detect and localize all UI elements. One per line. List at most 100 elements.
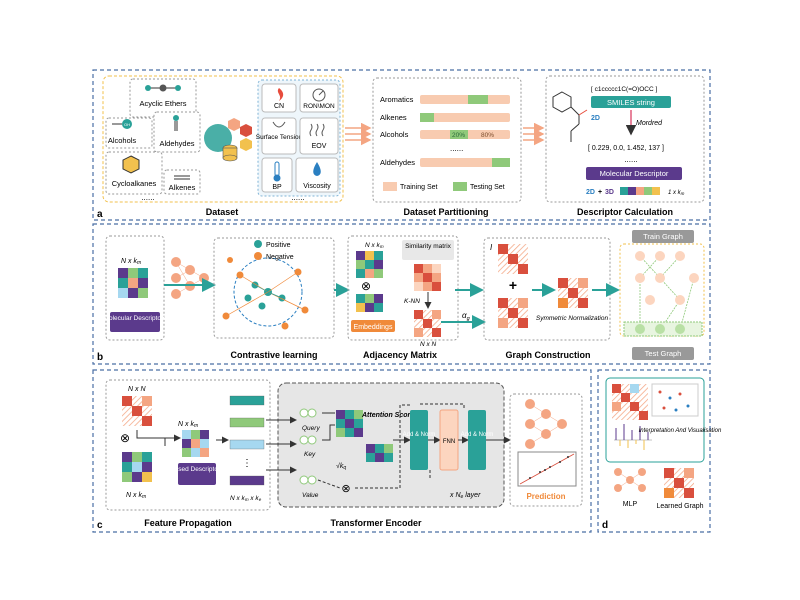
flame-icon xyxy=(277,88,284,101)
qk-lines xyxy=(322,412,335,441)
smiles-bracket-r: ] xyxy=(654,86,658,93)
final-dims-main: N x k xyxy=(230,495,246,502)
fp-descriptor-icon xyxy=(122,452,152,482)
knn-matrix-icon xyxy=(414,310,441,337)
fused-label: Fused Descriptors xyxy=(171,466,224,473)
key-node: Key xyxy=(299,435,317,458)
embedding-matrix-top-icon xyxy=(356,251,383,278)
test-graph-label: Test Graph xyxy=(645,349,682,358)
hexagon-cluster-icon xyxy=(228,118,252,151)
fp-merge-line xyxy=(136,430,166,446)
similarity-box xyxy=(402,240,454,260)
panel-a-letter: a xyxy=(97,209,103,220)
descriptor-dots: ...... xyxy=(624,155,637,164)
panel-b-letter: b xyxy=(97,352,103,363)
value-node: Value xyxy=(299,475,319,499)
alcohol-oh-icon xyxy=(122,119,132,129)
key-label: Key xyxy=(304,451,316,458)
similarity-label: Similarity matrix xyxy=(405,243,452,250)
graph-title: Graph Construction xyxy=(506,350,591,360)
desc-tag-2d: 2D xyxy=(586,189,595,196)
normalized-matrix-icon xyxy=(558,278,588,308)
adjacency-copy-icon xyxy=(498,298,528,328)
prop-label-ron-mon: RON\MON xyxy=(303,103,335,110)
attention-matrix-2-icon xyxy=(366,444,393,462)
panel-b-border xyxy=(92,223,711,365)
partition-row-aldehydes: Aldehydes xyxy=(380,158,510,167)
partition-row-aromatics: Aromatics xyxy=(380,95,510,104)
identity-matrix-icon xyxy=(498,244,528,274)
input-dims-sub: m xyxy=(137,260,141,266)
test-graph-box xyxy=(632,347,694,360)
desc-tag-plus: + xyxy=(598,189,602,196)
prediction-network-icon xyxy=(525,399,567,449)
addnorm2-label: Add & Norm xyxy=(461,432,494,438)
embedding-rows-icon: ⋮ xyxy=(229,395,265,486)
vapor-icon xyxy=(309,123,325,137)
layers-label: x Ne layer xyxy=(449,492,481,500)
group-label-alcohols: Alcohols xyxy=(108,136,137,145)
prop-label-eov: EOV xyxy=(312,143,327,150)
vector-bracket-l: [ xyxy=(588,145,592,152)
descriptor-vector: [ 0.229, 0.0, 1.452, 137 ] xyxy=(588,145,664,152)
partition-label-more: ...... xyxy=(450,144,463,153)
learned-graph-label: Learned Graph xyxy=(656,503,703,510)
molecular-descriptor-box xyxy=(586,167,682,180)
group-alkenes xyxy=(163,169,201,195)
descriptor-dims-main: 1 x k xyxy=(668,190,682,196)
group-label-alkenes: Alkenes xyxy=(169,183,196,192)
prop-label-surface-tension: Surface Tension xyxy=(256,134,303,141)
input-matrix-icon xyxy=(118,268,148,298)
vector-bracket-r: ] xyxy=(660,145,664,152)
prop-surface-tension: Surface Tension xyxy=(256,117,303,155)
input-box xyxy=(105,235,165,341)
smiles-label: SMILES string xyxy=(607,98,655,107)
otimes-symbol: ⊗ xyxy=(361,279,371,293)
partition-pct-test: 20% xyxy=(452,132,465,139)
molecule-structure-icon xyxy=(552,91,588,142)
interp-text: Interpretation And Visualisation xyxy=(639,428,722,434)
group-alcohols xyxy=(105,117,153,149)
layers-sub: e xyxy=(461,494,464,500)
panel-c-letter: c xyxy=(97,520,103,531)
legend-test-swatch xyxy=(453,182,467,191)
legend-test-label: Testing Set xyxy=(470,184,505,191)
partition-label-aromatics: Aromatics xyxy=(380,95,414,104)
plus-symbol: + xyxy=(509,277,517,293)
mordred-label: Mordred xyxy=(636,120,663,127)
group-label-acyclic-ethers: Acyclic Ethers xyxy=(139,99,186,108)
fused-dims-main: N x k xyxy=(178,421,194,428)
prop-eov: EOV xyxy=(299,117,339,155)
descriptor-tag-2d: 2D xyxy=(591,115,600,122)
fp-nxn: N x N xyxy=(128,386,146,393)
similarity-text: Similarity matrix xyxy=(405,243,452,250)
droplet-icon xyxy=(313,162,321,176)
fp-nxk-main: N x k xyxy=(126,492,142,499)
group-label-cycloalkanes: Cycloalkanes xyxy=(112,179,157,188)
similarity-matrix-icon xyxy=(414,264,441,291)
partition-to-descriptor-arrows xyxy=(523,122,545,146)
attention-text: Attention Score xyxy=(361,412,414,419)
final-dims-sub2: e xyxy=(259,497,262,502)
legend-train-swatch xyxy=(383,182,397,191)
panel-b: b N x km Molecular Descriptors Positive … xyxy=(92,223,711,365)
identity-label: I xyxy=(490,243,493,252)
panel-c: c N x N ⊗ N x km N x km Fused Descriptor… xyxy=(92,369,592,533)
value-label: Value xyxy=(302,492,319,499)
sym-norm-text: Symmetric Normalization xyxy=(536,315,609,322)
partition-row-alkenes: Alkenes xyxy=(380,113,510,122)
smiles-value: [ c1ccccc1C(=O)OCC ] xyxy=(591,86,657,93)
fp-nxk: N x km xyxy=(126,492,146,500)
mol-desc-box xyxy=(110,312,160,332)
addnorm1-box xyxy=(410,410,428,470)
smiles-bracket-l: [ xyxy=(591,86,595,93)
ffn-label: FNN xyxy=(443,439,455,445)
legend-train-label: Training Set xyxy=(400,184,438,191)
descriptor-dims-sub: m xyxy=(681,191,685,196)
contrastive-box xyxy=(213,237,335,339)
nxn-label: N x N xyxy=(420,341,437,348)
final-dims: N x km x ke xyxy=(230,495,262,502)
alcohol-oh-badge: OH xyxy=(124,122,130,127)
alpha-main: α xyxy=(462,311,467,320)
